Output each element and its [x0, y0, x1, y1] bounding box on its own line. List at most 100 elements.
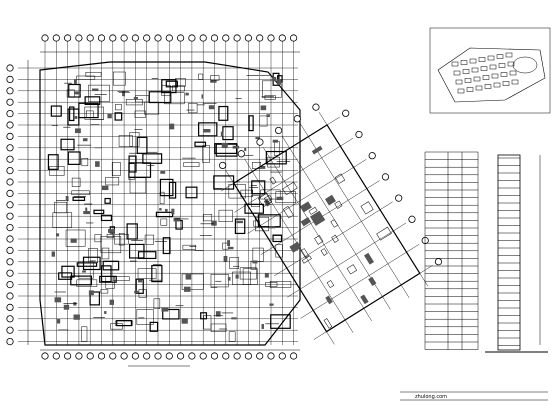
- column-fill: [73, 314, 80, 320]
- site-building: [505, 52, 513, 58]
- room-wall: [128, 162, 152, 178]
- room-wall: [232, 271, 251, 285]
- room-wall: [102, 260, 120, 271]
- column-fill: [227, 246, 234, 250]
- room-wall: [65, 229, 86, 247]
- column-fill: [82, 138, 88, 142]
- room-wall: [259, 115, 268, 127]
- site-building: [460, 60, 468, 65]
- wing-element: [346, 264, 358, 275]
- grid-bubble-top: [75, 34, 83, 42]
- site-building: [473, 76, 481, 82]
- column-fill: [210, 80, 217, 83]
- column-fill: [137, 279, 143, 283]
- grid-bubble-left: [6, 280, 14, 289]
- column-fill: [268, 226, 276, 229]
- wing-grid-line-horizontal: [300, 244, 420, 319]
- room-wall: [104, 197, 111, 204]
- wing-element: [364, 252, 375, 265]
- room-wall: [161, 79, 177, 94]
- room-wall: [218, 105, 229, 121]
- grid-bubble-left: [6, 246, 14, 254]
- wing-element: [376, 226, 392, 241]
- column-fill: [272, 139, 278, 143]
- column-fill: [164, 208, 168, 212]
- grid-bubble-top: [256, 34, 264, 42]
- room-wall: [78, 102, 99, 119]
- grid-bubble-bottom: [131, 352, 139, 360]
- room-wall: [213, 175, 235, 190]
- room-wall: [272, 234, 283, 243]
- room-wall: [210, 75, 220, 81]
- wing-element: [311, 145, 323, 155]
- floor-level-table: [424, 151, 479, 350]
- wing-element: [269, 176, 277, 185]
- column-fill: [255, 137, 260, 140]
- grid-bubble-left: [6, 121, 14, 129]
- grid-bubble-top: [154, 34, 162, 42]
- room-wall: [85, 71, 102, 77]
- site-building: [498, 63, 506, 68]
- grid-bubble-top: [165, 34, 173, 42]
- grid-bubble-left: [6, 326, 14, 334]
- room-wall: [182, 244, 196, 250]
- column-fill: [122, 90, 126, 97]
- room-wall: [144, 234, 154, 245]
- grid-bubble-left: [6, 98, 14, 106]
- site-key-frame: [429, 27, 551, 114]
- grid-bubble-top: [177, 34, 185, 42]
- room-wall: [273, 141, 280, 156]
- column-fill: [54, 297, 62, 303]
- wing-element: [326, 280, 335, 289]
- room-wall: [93, 209, 105, 215]
- room-wall: [78, 261, 94, 279]
- room-wall: [76, 262, 98, 267]
- wing-grid-bubble: [342, 109, 350, 117]
- room-wall: [165, 80, 178, 88]
- grid-bubble-bottom: [143, 352, 151, 360]
- room-wall: [116, 320, 133, 327]
- column-fill: [83, 211, 91, 215]
- column-fill: [133, 96, 138, 100]
- room-wall: [81, 157, 89, 167]
- room-wall: [162, 308, 180, 320]
- wing-element: [301, 255, 312, 264]
- room-wall: [144, 101, 160, 115]
- site-building: [484, 84, 492, 89]
- room-wall: [269, 281, 292, 288]
- wing-grid-bubble: [395, 194, 403, 202]
- column-fill: [236, 220, 244, 224]
- column-fill: [92, 88, 99, 92]
- column-fill: [51, 251, 55, 257]
- column-fill: [95, 161, 100, 167]
- site-building: [500, 72, 508, 77]
- room-wall: [270, 314, 291, 329]
- grid-bubble-top: [278, 34, 286, 42]
- site-building: [480, 66, 488, 71]
- site-building: [482, 75, 490, 80]
- room-wall: [115, 104, 122, 111]
- column-fill: [168, 123, 175, 130]
- room-wall: [185, 186, 198, 199]
- room-wall: [137, 251, 157, 260]
- grid-bubble-bottom: [188, 352, 196, 360]
- room-wall: [160, 218, 168, 226]
- grid-bubble-bottom: [97, 352, 106, 360]
- wing-element: [331, 234, 339, 243]
- site-building: [469, 58, 477, 64]
- grid-bubble-left: [6, 132, 14, 140]
- plan-walls: [39, 61, 301, 346]
- room-wall: [234, 218, 246, 235]
- room-wall: [134, 110, 146, 118]
- room-wall: [52, 212, 73, 228]
- wing-element: [282, 206, 294, 219]
- room-wall: [222, 242, 230, 250]
- wing-walls: [232, 124, 421, 333]
- column-fill: [231, 317, 237, 320]
- room-wall: [69, 106, 75, 122]
- site-building: [466, 87, 474, 92]
- column-fill: [260, 165, 266, 169]
- grid-bubble-left: [6, 303, 14, 311]
- site-building: [493, 82, 501, 88]
- room-wall: [188, 102, 198, 114]
